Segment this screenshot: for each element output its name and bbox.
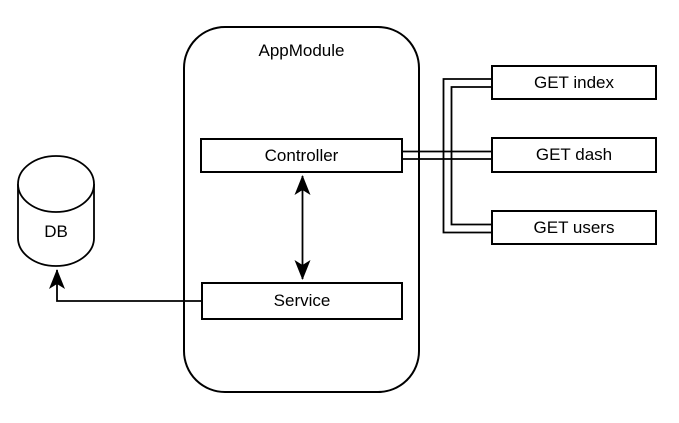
node-service: Service	[201, 282, 403, 320]
node-controller: Controller	[200, 138, 403, 173]
get-users-label: GET users	[533, 217, 615, 237]
edge-get-index-users-bracket-outer	[442, 78, 491, 234]
appmodule-label: AppModule	[258, 41, 345, 60]
service-label: Service	[273, 291, 331, 310]
db-label: DB	[44, 222, 68, 241]
node-get-users: GET users	[491, 210, 657, 245]
get-dash-label: GET dash	[535, 145, 613, 164]
edge-get-index-users-bracket-inner	[450, 86, 491, 226]
node-get-dash: GET dash	[491, 137, 657, 173]
edge-service-db-arrow	[49, 269, 201, 302]
db-cylinder	[17, 155, 95, 267]
node-get-index: GET index	[491, 65, 657, 100]
db-cylinder-top	[17, 155, 95, 213]
controller-label: Controller	[264, 145, 339, 165]
get-index-label: GET index	[533, 72, 614, 92]
